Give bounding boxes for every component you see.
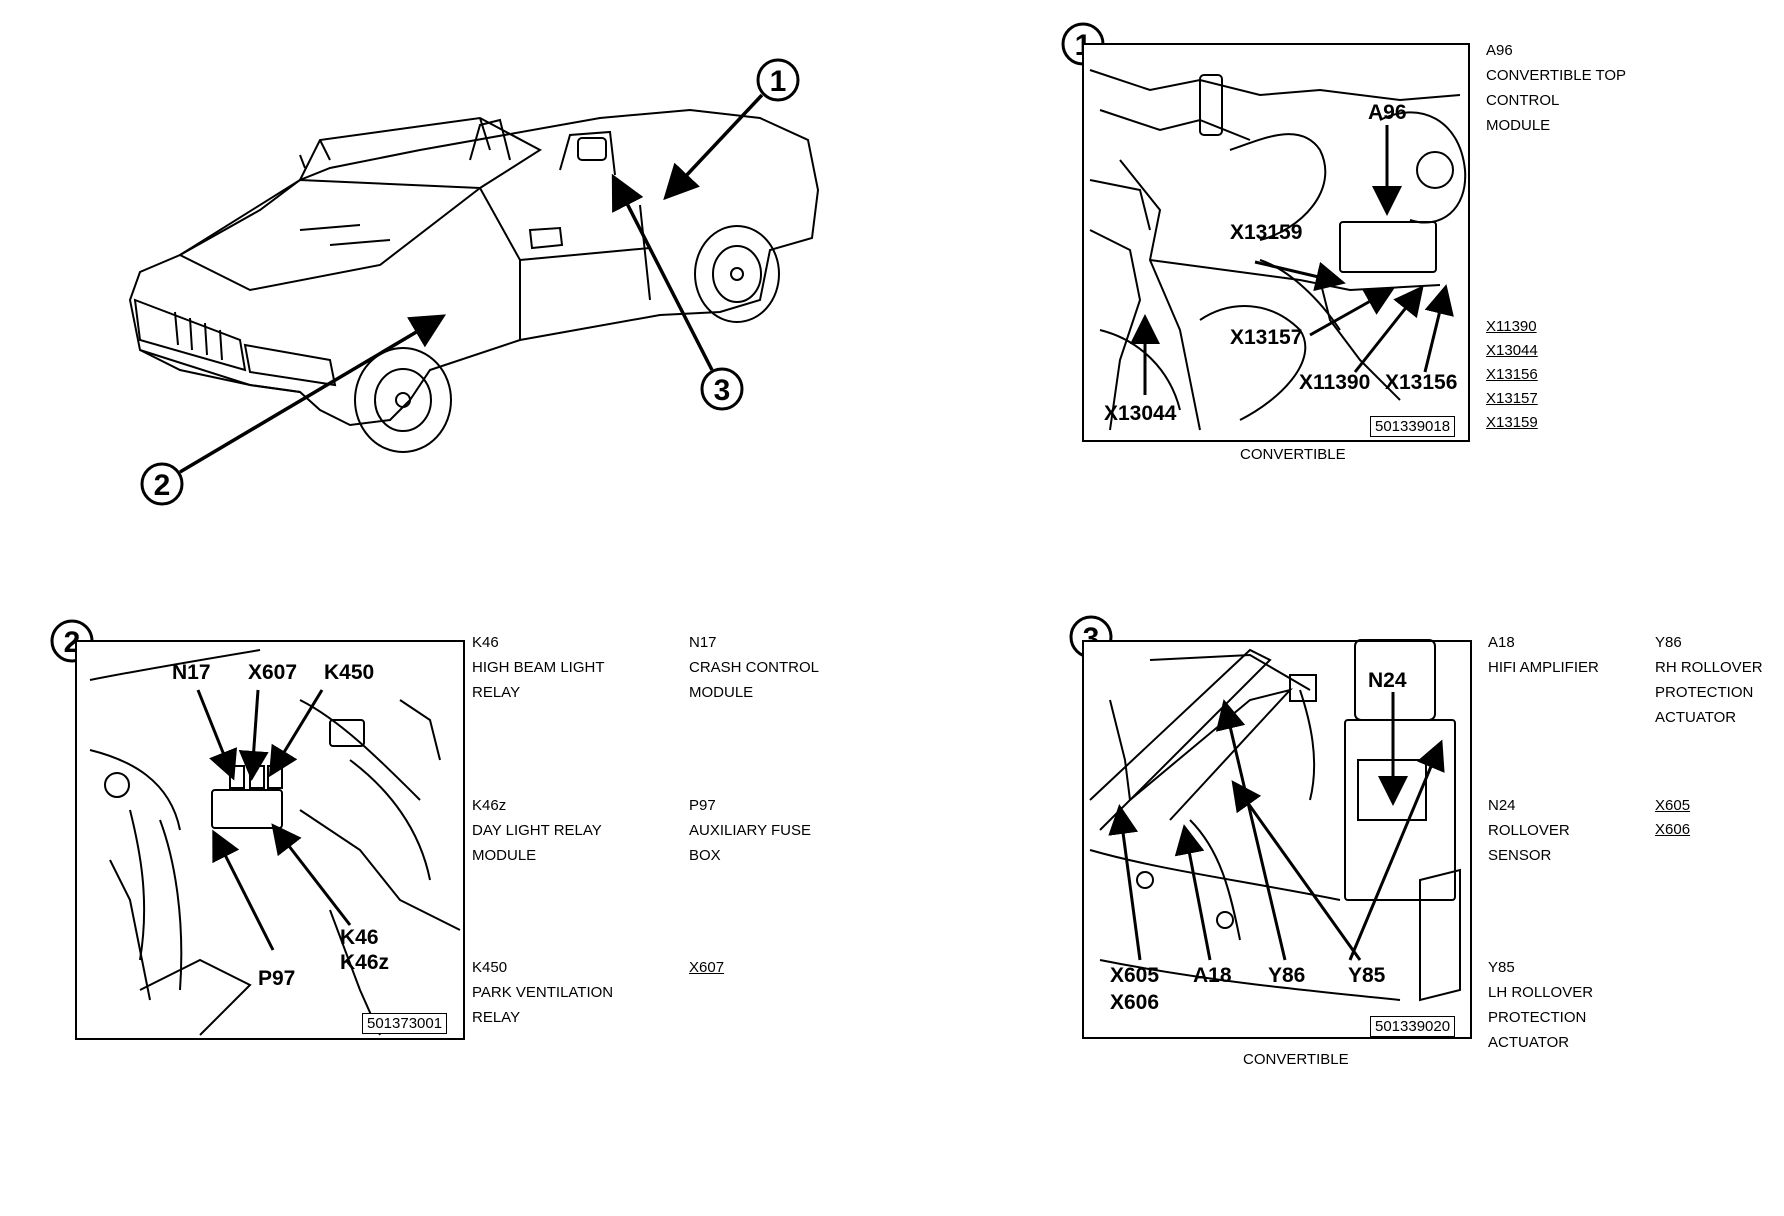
legend-code: K46z: [472, 797, 507, 814]
label-n17: N17: [172, 661, 211, 684]
panel-1-caption: CONVERTIBLE: [1240, 446, 1346, 463]
panel-1-connector-list: X11390 X13044 X13156 X13157 X13159: [1486, 314, 1538, 434]
label-y85: Y85: [1348, 964, 1386, 987]
legend-code: P97: [689, 797, 716, 814]
label-x607: X607: [248, 661, 298, 684]
legend-desc: LH ROLLOVER: [1488, 984, 1594, 1001]
label-k450: K450: [324, 661, 375, 684]
panel-3-frame: [1082, 640, 1472, 1039]
panel-3-art: [1089, 639, 1461, 1002]
label-x605: X605: [1110, 964, 1160, 987]
label-k46z: K46z: [340, 951, 390, 974]
car-illustration: [128, 108, 820, 453]
panel-2-connector: X607: [689, 959, 725, 976]
legend-desc: HIFI AMPLIFIER: [1488, 659, 1599, 676]
legend-a96-line2: CONTROL: [1486, 92, 1560, 109]
legend-desc: RELAY: [472, 1009, 521, 1026]
connector-item: X13044: [1486, 342, 1538, 359]
car-pointer-lines: [179, 93, 764, 474]
panel-3-code: 501339020: [1370, 1016, 1456, 1037]
legend-y86: Y86 RH ROLLOVER PROTECTION ACTUATOR: [1655, 630, 1763, 730]
label-x13159: X13159: [1230, 221, 1303, 244]
panel-1-frame: [1082, 43, 1470, 442]
legend-desc: MODULE: [689, 684, 754, 701]
legend-a18: A18 HIFI AMPLIFIER: [1488, 630, 1599, 680]
label-k46: K46: [340, 926, 379, 949]
label-a18: A18: [1193, 964, 1232, 987]
legend-a96-line3: MODULE: [1486, 117, 1551, 134]
legend-code: K46: [472, 634, 499, 651]
callout-3-car: 3: [714, 374, 731, 407]
legend-a96-line1: CONVERTIBLE TOP: [1486, 67, 1627, 84]
legend-code: A18: [1488, 634, 1515, 651]
callout-1-top: 1: [770, 65, 787, 98]
panel-1-code: 501339018: [1370, 416, 1456, 437]
connector-item: X13157: [1486, 390, 1538, 407]
connector-item: X605: [1655, 797, 1691, 814]
panel-3-arrows: [1108, 692, 1445, 961]
legend-desc: BOX: [689, 847, 721, 864]
panel-2-arrows: [196, 689, 352, 951]
label-n24: N24: [1368, 669, 1407, 692]
connector-item: X13156: [1486, 366, 1538, 383]
label-p97: P97: [258, 967, 296, 990]
callout-2-car: 2: [154, 469, 171, 502]
panel-1-legend: A96 CONVERTIBLE TOP CONTROL MODULE: [1486, 38, 1626, 138]
legend-code: Y85: [1488, 959, 1515, 976]
callout-markers: [50, 22, 1113, 663]
panel-2-art: [89, 649, 461, 1036]
panel-2-code: 501373001: [362, 1013, 448, 1034]
panel-1-arrows: [1130, 125, 1454, 395]
legend-desc: ACTUATOR: [1655, 709, 1737, 726]
legend-a96-code: A96: [1486, 42, 1513, 59]
legend-desc: HIGH BEAM LIGHT: [472, 659, 605, 676]
legend-desc: RELAY: [472, 684, 521, 701]
legend-desc: ACTUATOR: [1488, 1034, 1570, 1051]
connector-item: X13159: [1486, 414, 1538, 431]
legend-n17: N17 CRASH CONTROL MODULE: [689, 630, 819, 705]
legend-desc: AUXILIARY FUSE: [689, 822, 811, 839]
legend-desc: CRASH CONTROL: [689, 659, 820, 676]
legend-n24: N24 ROLLOVER SENSOR: [1488, 793, 1570, 868]
label-x13157: X13157: [1230, 326, 1303, 349]
panel-3-connector-list: X605 X606: [1655, 793, 1690, 841]
legend-desc: PARK VENTILATION: [472, 984, 614, 1001]
label-x13156: X13156: [1385, 371, 1458, 394]
legend-desc: PROTECTION: [1488, 1009, 1587, 1026]
legend-code: K450: [472, 959, 508, 976]
legend-desc: MODULE: [472, 847, 537, 864]
label-x11390: X11390: [1299, 371, 1371, 394]
legend-code: N17: [689, 634, 717, 651]
legend-y85: Y85 LH ROLLOVER PROTECTION ACTUATOR: [1488, 955, 1593, 1055]
legend-desc: DAY LIGHT RELAY: [472, 822, 602, 839]
legend-code: N24: [1488, 797, 1516, 814]
legend-k450: K450 PARK VENTILATION RELAY: [472, 955, 613, 1030]
legend-p97: P97 AUXILIARY FUSE BOX: [689, 793, 811, 868]
label-x606: X606: [1110, 991, 1160, 1014]
legend-code: Y86: [1655, 634, 1682, 651]
legend-k46: K46 HIGH BEAM LIGHT RELAY: [472, 630, 605, 705]
label-y86: Y86: [1268, 964, 1306, 987]
connector-item: X11390: [1486, 318, 1537, 335]
legend-desc: ROLLOVER: [1488, 822, 1570, 839]
panel-2-frame: [75, 640, 465, 1040]
legend-desc: PROTECTION: [1655, 684, 1754, 701]
legend-k46z: K46z DAY LIGHT RELAY MODULE: [472, 793, 602, 868]
panel-3-caption: CONVERTIBLE: [1243, 1051, 1349, 1068]
connector-item: X606: [1655, 821, 1691, 838]
label-a96: A96: [1368, 101, 1407, 124]
label-x13044: X13044: [1104, 402, 1177, 425]
legend-desc: SENSOR: [1488, 847, 1552, 864]
legend-desc: RH ROLLOVER: [1655, 659, 1763, 676]
